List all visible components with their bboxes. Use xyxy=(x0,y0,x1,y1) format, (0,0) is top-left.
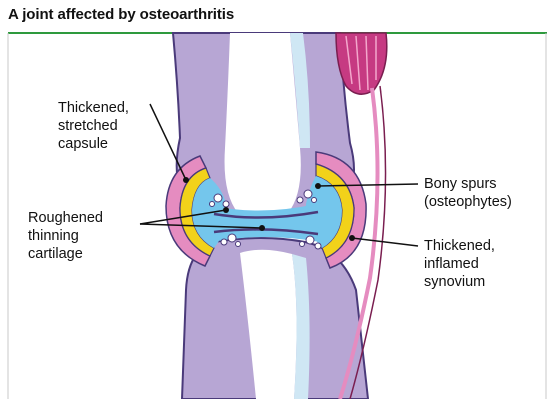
capsule-label-line-1: Thickened, xyxy=(58,100,129,116)
synovium-label-line-2: inflamed xyxy=(424,256,479,272)
joint-diagram: Thickened, stretched capsule Roughened t… xyxy=(0,28,547,399)
synovium-label-line-1: Thickened, xyxy=(424,238,495,254)
cartilage-label-line-2: thinning xyxy=(28,228,79,244)
spurs-label-line-2: (osteophytes) xyxy=(424,194,512,210)
joint-cavity xyxy=(225,33,301,219)
capsule-label-line-3: capsule xyxy=(58,136,108,152)
synovium-label-line-3: synovium xyxy=(424,274,485,290)
cartilage-label-line-3: cartilage xyxy=(28,246,83,262)
spurs-label-line-1: Bony spurs xyxy=(424,176,497,192)
diagram-title: A joint affected by osteoarthritis xyxy=(8,6,234,23)
capsule-label-line-2: stretched xyxy=(58,118,118,134)
cartilage-label-line-1: Roughened xyxy=(28,210,103,226)
